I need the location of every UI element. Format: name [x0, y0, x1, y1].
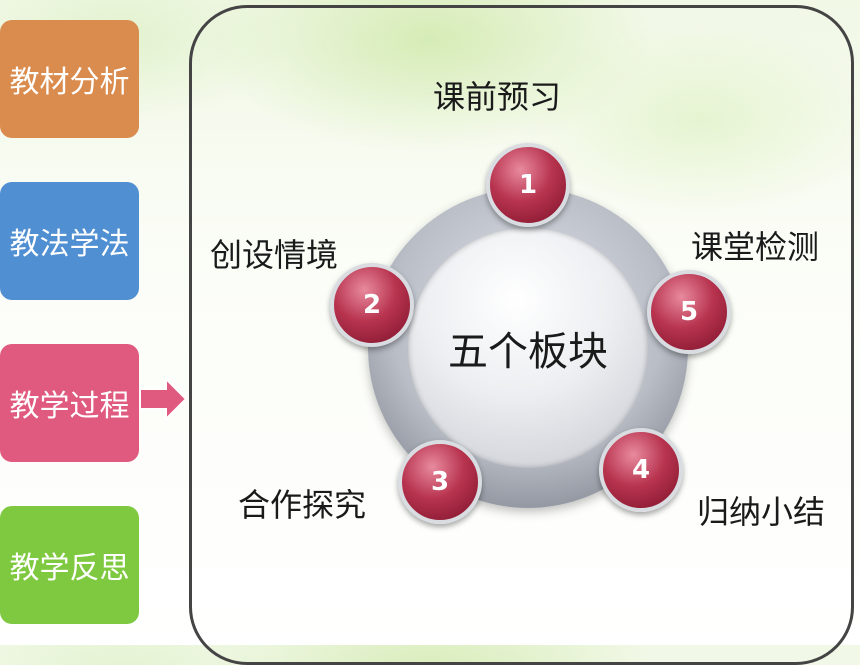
active-pointer-arrow-icon: [139, 377, 188, 421]
node-1: 1: [486, 143, 570, 227]
node-number: 4: [631, 455, 651, 485]
diagram-center-title: 五个板块: [448, 329, 608, 375]
nav-item-label: 教法学法: [9, 227, 130, 262]
node-label-3: 合作探究: [238, 486, 367, 524]
nav-item-label: 教材分析: [9, 65, 130, 100]
node-label-1: 课前预习: [433, 78, 562, 116]
nav-item-textbook-analysis[interactable]: 教材分析: [0, 20, 139, 138]
node-2: 2: [330, 263, 414, 347]
node-number: 2: [362, 290, 382, 320]
node-label-2: 创设情境: [210, 236, 339, 274]
nav-item-teaching-process[interactable]: 教学过程: [0, 344, 139, 462]
node-number: 1: [518, 170, 538, 200]
nav-item-teaching-methods[interactable]: 教法学法: [0, 182, 139, 300]
node-label-4: 归纳小结: [697, 493, 826, 531]
nav-item-teaching-reflection[interactable]: 教学反思: [0, 506, 139, 624]
nav-item-label: 教学反思: [9, 551, 130, 586]
node-4: 4: [599, 428, 683, 512]
node-5: 5: [647, 270, 731, 354]
node-number: 5: [679, 297, 699, 327]
node-label-5: 课堂检测: [691, 228, 820, 266]
node-3: 3: [398, 440, 482, 524]
nav-item-label: 教学过程: [9, 389, 130, 424]
node-number: 3: [430, 467, 450, 497]
cycle-ring-center: [408, 228, 648, 468]
